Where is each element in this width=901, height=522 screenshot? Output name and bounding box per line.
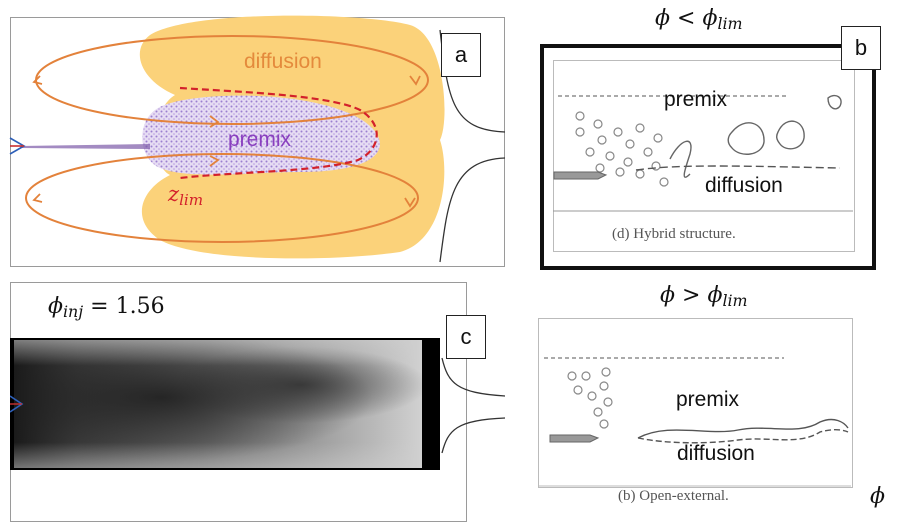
phi-inj-label: ϕinj = 1.56 <box>48 294 165 321</box>
panel-b-frame <box>540 44 876 270</box>
bubbles-b <box>575 111 669 187</box>
phi-inj-eq: = 1.56 <box>90 294 165 319</box>
panel-d-inner <box>538 318 853 488</box>
zlim-sub: lim <box>179 190 204 209</box>
premix-label-b: premix <box>664 88 728 111</box>
nozzle-lower <box>439 157 506 263</box>
title-sub: lim <box>717 13 743 33</box>
flame-blob-2 <box>775 120 805 150</box>
zlim-base: z <box>168 182 180 206</box>
flame-blob-1 <box>727 122 765 155</box>
panel-b-diagram <box>553 94 853 212</box>
title-op-d: > <box>682 283 701 308</box>
title-phi-rhs-d: ϕ <box>707 283 723 308</box>
side-phi-symbol: ϕ <box>870 484 885 509</box>
caption-b: (d) Hybrid structure. <box>612 226 736 242</box>
premix-label-d: premix <box>676 388 740 411</box>
flame-squiggle <box>669 140 692 178</box>
flame-blob-3 <box>827 94 842 110</box>
title-sub-d: lim <box>722 290 748 310</box>
phi-inj-sub: inj <box>63 301 84 321</box>
diffusion-label-d: diffusion <box>677 442 755 465</box>
injector-d <box>549 434 600 443</box>
injection-jet <box>20 144 150 149</box>
panel-b-tag: b <box>841 26 881 70</box>
title-phi-d: ϕ <box>660 283 675 308</box>
injector-b <box>553 171 608 180</box>
diffusion-label-a: diffusion <box>244 50 322 73</box>
caption-d: (b) Open-external. <box>618 488 729 504</box>
bubbles-d <box>567 367 613 429</box>
panel-d-diagram <box>538 357 851 487</box>
flame-sheet-d <box>637 418 849 439</box>
diffusion-line-b <box>635 165 841 171</box>
title-phi: ϕ <box>655 6 670 31</box>
title-phi-rhs: ϕ <box>702 6 718 31</box>
panel-a-tag: a <box>441 33 481 77</box>
diffusion-label-b: diffusion <box>705 174 783 197</box>
title-op: < <box>677 6 696 31</box>
phi-inj-base: ϕ <box>48 294 63 319</box>
panel-b-title: ϕ < ϕlim <box>655 6 743 33</box>
panel-c-nozzle <box>441 357 506 454</box>
lower-vortex <box>25 153 419 243</box>
panel-a-diagram <box>9 15 506 263</box>
panel-c-tag: c <box>446 315 486 359</box>
premix-label-a: premix <box>228 128 292 151</box>
panel-d-title: ϕ > ϕlim <box>660 283 748 310</box>
flame-photo <box>10 338 440 470</box>
zlim-label: zlim <box>168 182 203 209</box>
zlim-boundary <box>179 86 378 180</box>
diffusion-line-d <box>637 429 849 444</box>
panel-b-inner <box>553 60 855 252</box>
